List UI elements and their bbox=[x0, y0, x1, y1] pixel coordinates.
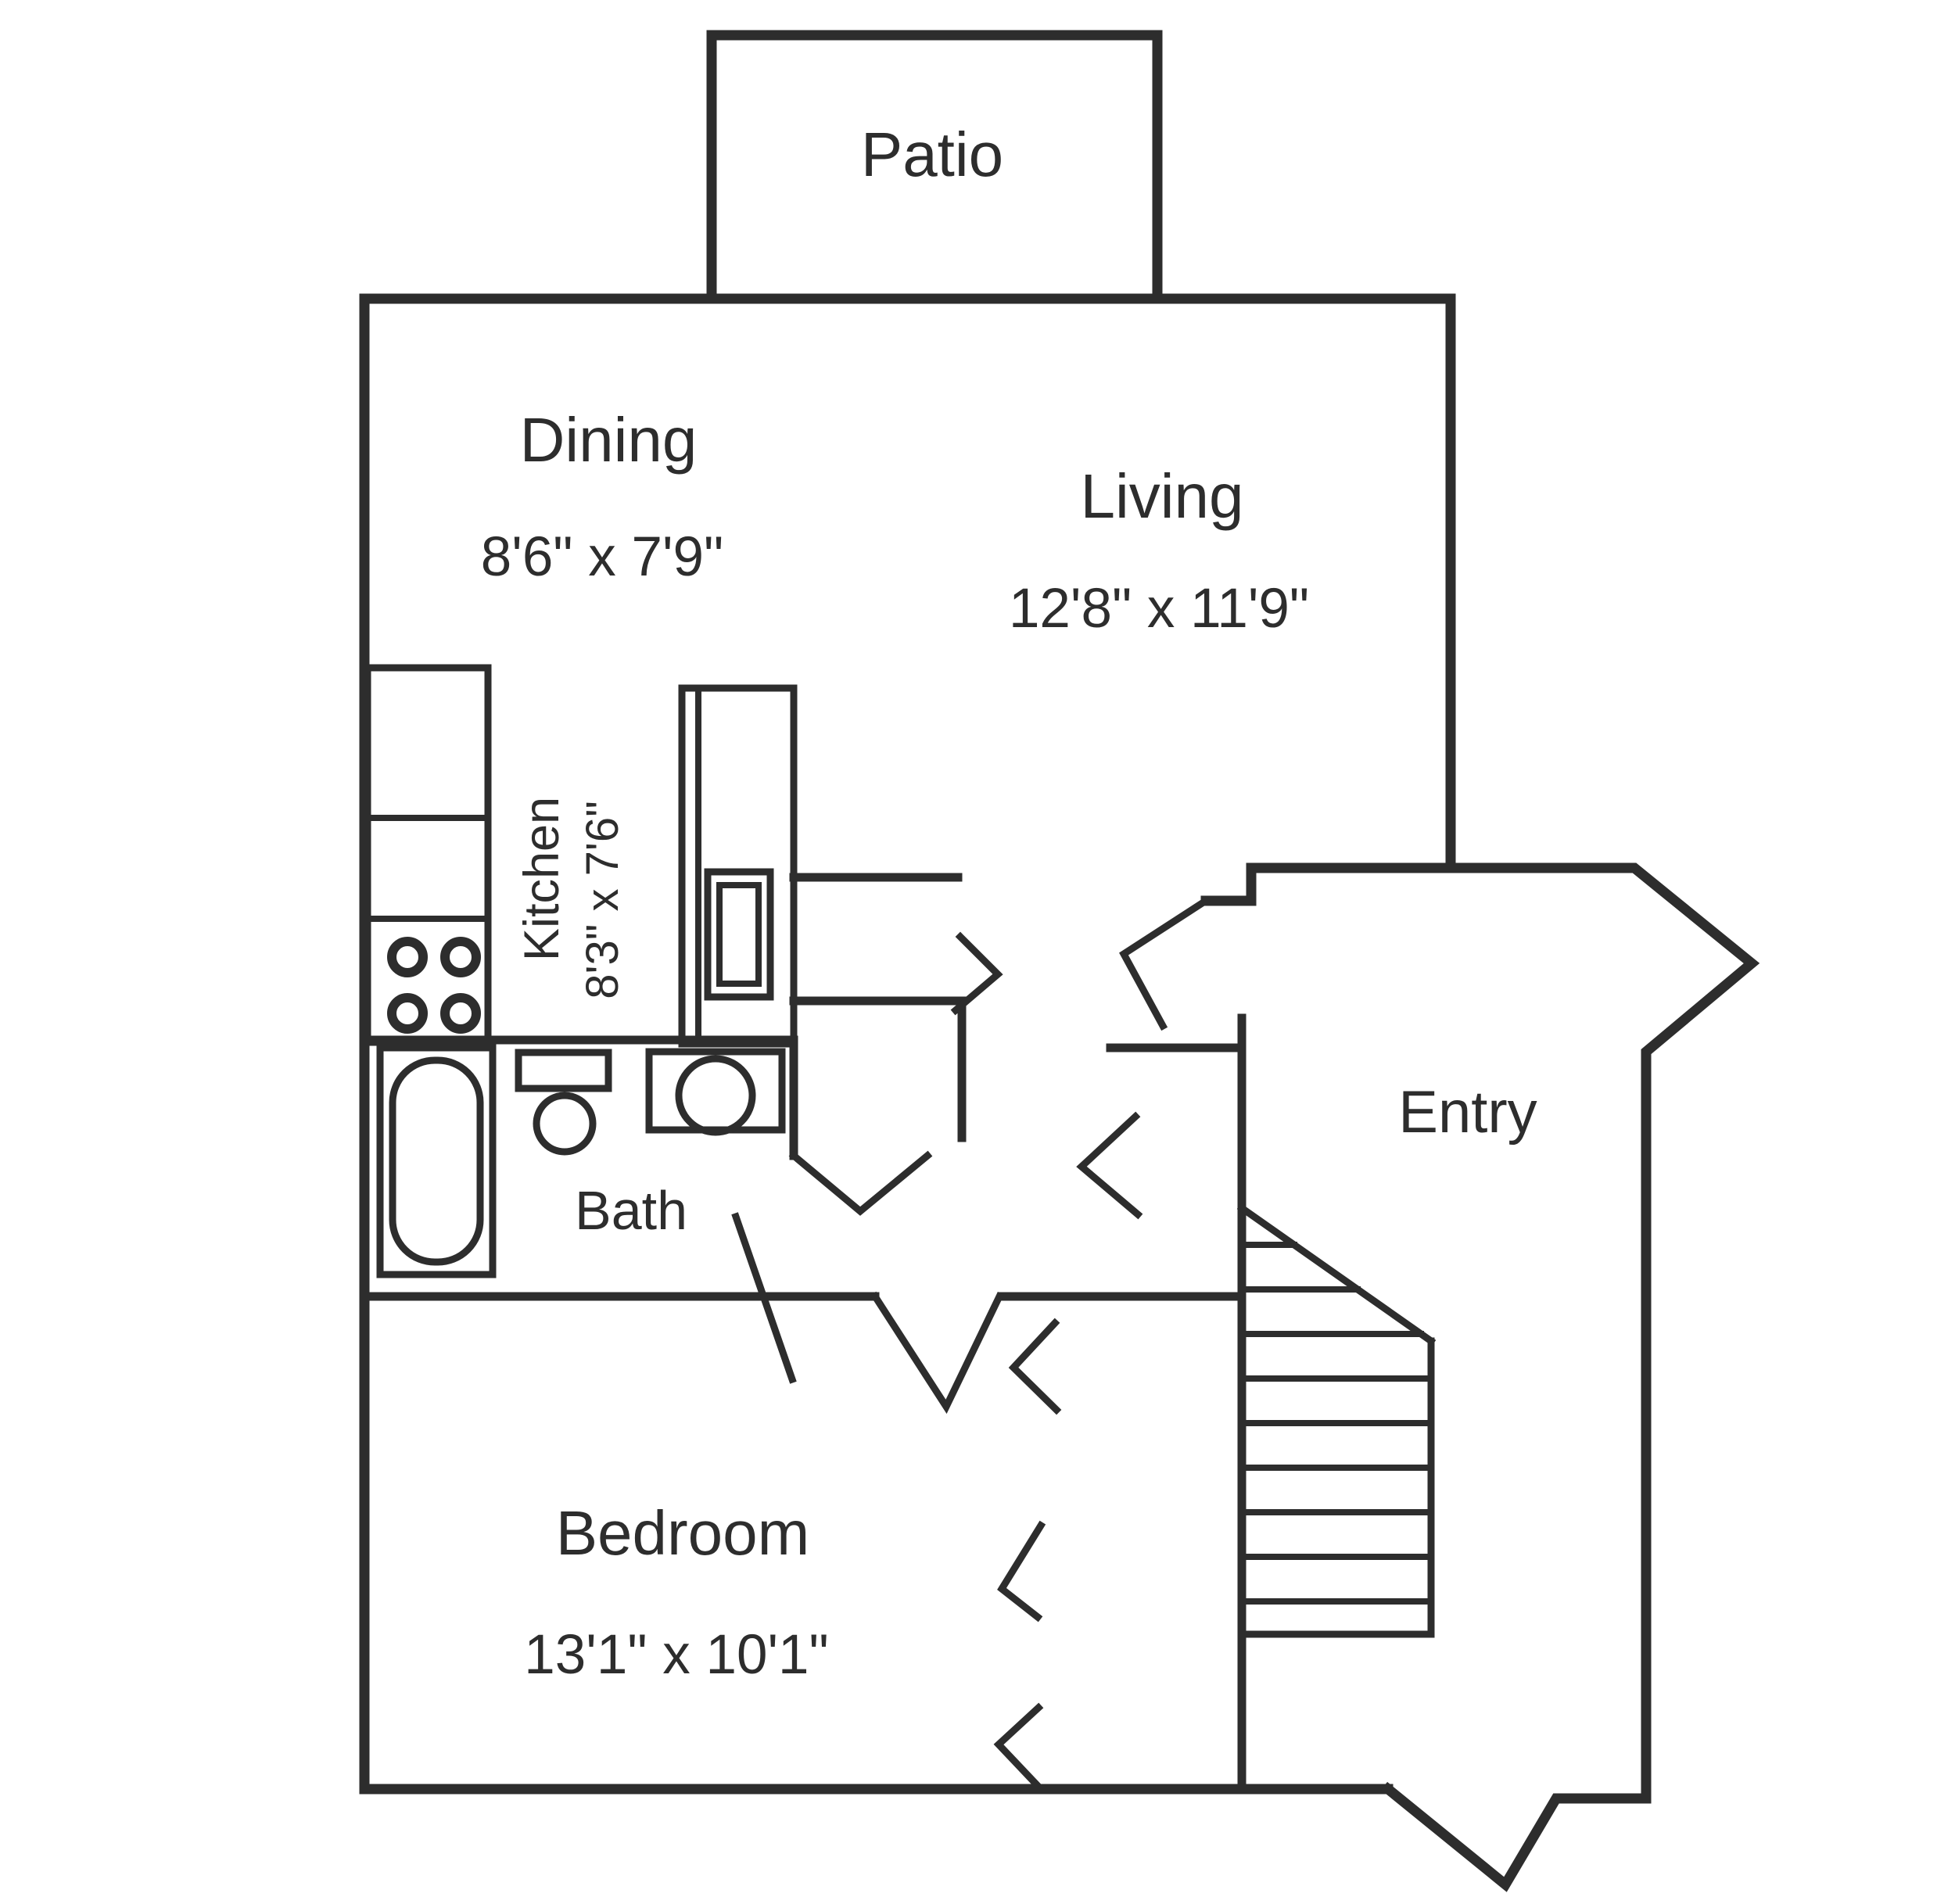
dining-label: Dining bbox=[520, 405, 698, 475]
hall-break-icon bbox=[1076, 1111, 1143, 1220]
kitchen-label: Kitchen bbox=[515, 797, 569, 961]
room-labels: Patio Dining 8'6" x 7'9" Living 12'8" x … bbox=[481, 120, 1537, 1686]
bedroom-door-swing-icon bbox=[870, 1291, 1005, 1415]
kitchen-fixtures bbox=[364, 664, 798, 1048]
bathtub-icon bbox=[376, 1044, 497, 1278]
staircase-icon bbox=[1236, 1203, 1437, 1638]
stair-top-wall bbox=[1106, 1013, 1247, 1052]
bath-door-swing-icon bbox=[788, 1150, 933, 1216]
wall-break-icon bbox=[997, 1520, 1046, 1623]
patio-walls bbox=[706, 30, 1163, 304]
entry-door-swing-icon bbox=[1119, 895, 1211, 1031]
bedroom-dimensions: 13'1" x 10'1" bbox=[524, 1624, 828, 1686]
patio-label: Patio bbox=[861, 120, 1003, 189]
kitchen-dimensions: 8'3" x 7'6" bbox=[577, 801, 628, 999]
bath-fixtures bbox=[376, 1044, 786, 1278]
bathroom-sink-icon bbox=[515, 1049, 612, 1156]
door-swing-marks bbox=[731, 895, 1211, 1795]
wall-break-icon bbox=[993, 1702, 1046, 1795]
kitchen-sink-counter-icon bbox=[678, 684, 798, 1048]
toilet-icon bbox=[645, 1048, 786, 1136]
outer-walls bbox=[359, 30, 1760, 1892]
bath-label: Bath bbox=[575, 1180, 687, 1241]
living-dimensions: 12'8" x 11'9" bbox=[1009, 578, 1309, 640]
bedroom-label: Bedroom bbox=[556, 1498, 810, 1568]
entry-label: Entry bbox=[1398, 1079, 1537, 1146]
entry-outline bbox=[1200, 862, 1760, 1892]
dining-dimensions: 8'6" x 7'9" bbox=[481, 526, 723, 588]
bath-door-leaf-icon bbox=[731, 1212, 797, 1384]
living-label: Living bbox=[1080, 461, 1243, 531]
refrigerator-counter-icon bbox=[364, 664, 492, 1046]
bedroom-door-break-icon bbox=[1008, 1318, 1062, 1415]
stove-burners-icon bbox=[387, 937, 481, 1034]
passthrough-break-icon bbox=[950, 931, 1003, 1016]
